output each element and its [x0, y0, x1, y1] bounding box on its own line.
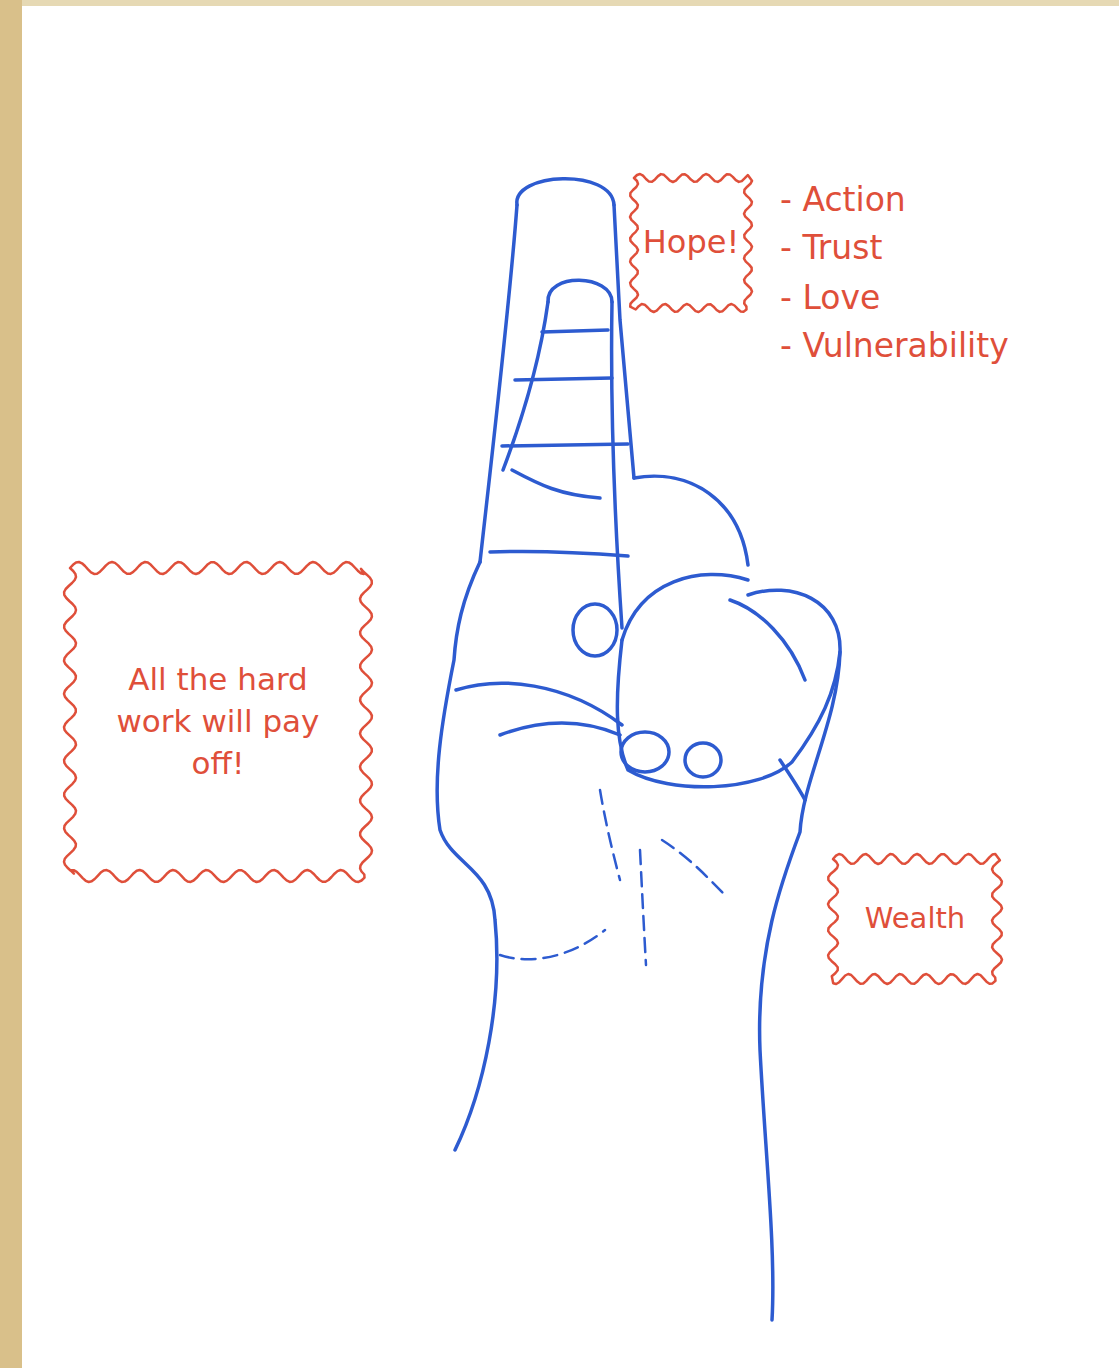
thumb-outline: [500, 723, 620, 735]
palm-crease: [600, 790, 620, 880]
finger-crease: [512, 470, 600, 498]
fingernail: [621, 732, 669, 772]
hand-outline: [748, 590, 840, 1320]
curled-finger: [730, 600, 805, 680]
finger-crease: [515, 378, 612, 380]
finger-crease: [542, 330, 608, 332]
paper-edge: [22, 0, 1119, 6]
palm-outline: [437, 562, 497, 1150]
finger-outline: [517, 179, 614, 205]
list-item: - Love: [780, 278, 880, 317]
list-item: - Vulnerability: [780, 326, 1009, 365]
curled-finger: [622, 575, 748, 640]
finger-outline: [614, 205, 634, 478]
palm-crease: [662, 840, 725, 895]
fingernail: [685, 743, 721, 777]
palm-creases: [500, 790, 725, 965]
wavy-outline-path: [64, 562, 372, 882]
crossed-fingers: [437, 179, 840, 1320]
finger-outline: [548, 280, 612, 302]
list-item: - Trust: [780, 228, 882, 267]
hand-crease: [780, 760, 805, 800]
curled-finger: [617, 640, 840, 787]
thumb-outline: [456, 683, 622, 725]
palm-crease: [500, 930, 605, 959]
finger-crease: [490, 551, 628, 556]
callout-text: Wealth: [865, 899, 965, 938]
paper-edge: [0, 0, 22, 1368]
wavy-outline-path: [828, 854, 1002, 984]
finger-outline: [480, 205, 517, 562]
callout-bubble: Wealth: [826, 852, 1004, 986]
finger-outline: [612, 302, 622, 628]
list-item: - Action: [780, 180, 906, 219]
callout-text: Hope!: [643, 221, 739, 264]
fingernail: [573, 604, 617, 656]
wavy-outline-path: [630, 174, 752, 312]
callout-text: All the hard work will pay off!: [108, 659, 328, 785]
callout-bubble: Hope!: [628, 172, 754, 314]
callout-bubble: All the hard work will pay off!: [62, 560, 374, 884]
curled-finger: [634, 476, 748, 565]
finger-crease: [502, 444, 628, 446]
palm-crease: [640, 850, 646, 965]
